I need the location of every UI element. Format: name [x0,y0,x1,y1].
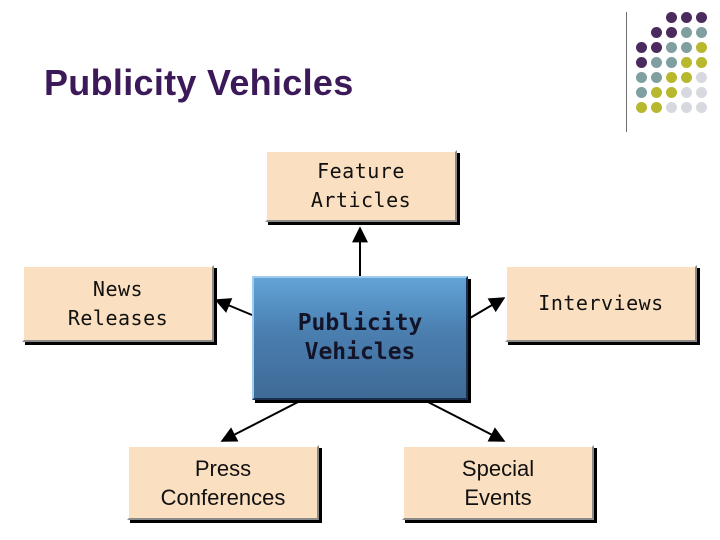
node-news-releases: News Releases [22,265,214,342]
decorative-dot [651,27,662,38]
decorative-dot [651,72,662,83]
arrow-to-news-releases [214,298,253,316]
decorative-dot [651,102,662,113]
decorative-dot [696,27,707,38]
arrow-to-special-events [427,401,506,442]
decorative-dot [636,72,647,83]
decorative-dot [636,87,647,98]
decorative-dot [696,72,707,83]
node-label: Special Events [461,455,535,510]
node-label: Press Conferences [160,455,286,510]
decorative-dot [696,102,707,113]
node-label: Interviews [538,291,664,315]
decorative-dot [666,87,677,98]
arrow-to-press-conferences [220,401,299,442]
decorative-dot [681,72,692,83]
decorative-dot [636,42,647,53]
decorative-dot [651,87,662,98]
decorative-dot [696,87,707,98]
node-press-conferences: Press Conferences [127,445,319,520]
decorative-dot [636,102,647,113]
decorative-dot [636,57,647,68]
decorative-dot [666,12,677,23]
center-label: Publicity Vehicles [297,310,423,365]
decorative-dot [681,27,692,38]
node-label: News Releases [67,276,169,330]
decorative-dot [666,72,677,83]
node-special-events: Special Events [402,445,594,520]
decorative-dot [666,102,677,113]
decorative-dot [681,87,692,98]
node-feature-articles: Feature Articles [265,150,457,222]
arrow-to-interviews [469,297,506,319]
decorative-dot [696,12,707,23]
decorative-dot [651,42,662,53]
decorative-dot [696,57,707,68]
center-node-publicity-vehicles: Publicity Vehicles [252,276,468,400]
slide-title: Publicity Vehicles [44,62,354,103]
decorative-dot [681,12,692,23]
node-label: Feature Articles [310,159,412,212]
node-interviews: Interviews [505,265,697,342]
decorative-dot [681,42,692,53]
decorative-dot [666,57,677,68]
decorative-dot [681,102,692,113]
decorative-dot [651,57,662,68]
decorative-dot [681,57,692,68]
decorative-dot [666,42,677,53]
decorative-divider [626,12,627,132]
decorative-dot [696,42,707,53]
decorative-dot [666,27,677,38]
